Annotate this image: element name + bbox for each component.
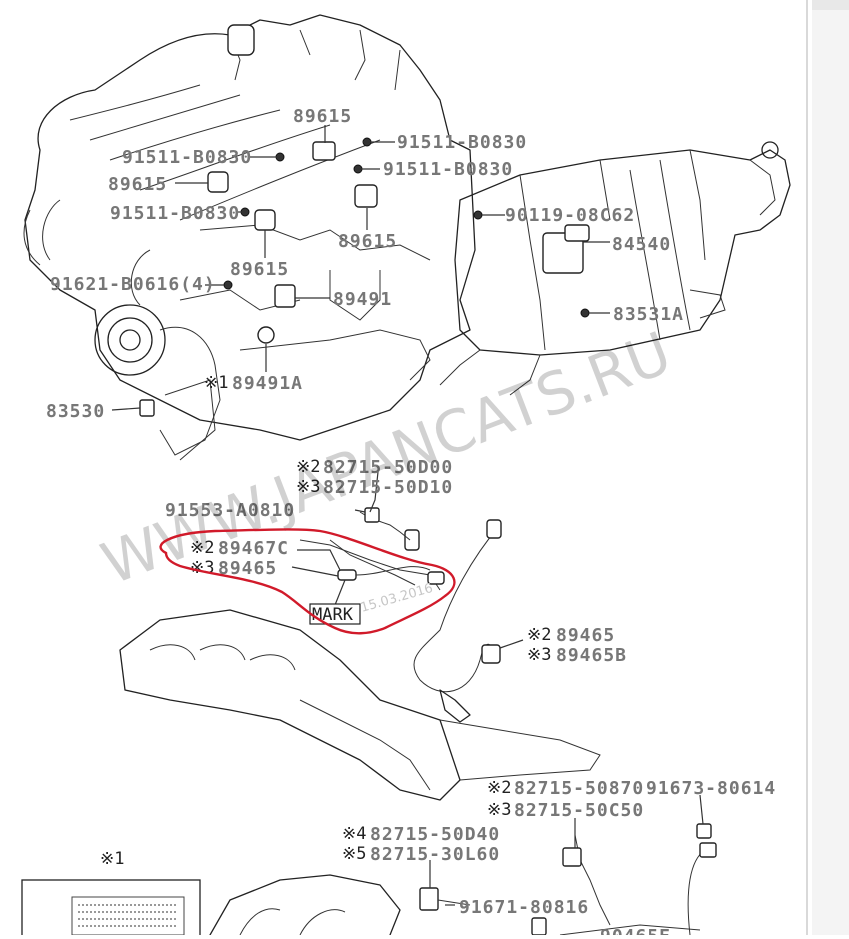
label-91511-b0830-c: 91511-B0830 (383, 159, 513, 180)
label-83530: 83530 (46, 401, 105, 422)
label-89491a: 89491A (232, 373, 303, 394)
exhaust-drawing (119, 507, 717, 936)
sensor-parts-top (139, 137, 590, 417)
red-highlight-outline (159, 528, 456, 635)
label-82715-50870-mark: ※2 (487, 778, 511, 798)
label-90119-08c62: 90119-08C62 (505, 205, 635, 226)
label-89465-r-mark: ※2 (527, 625, 551, 645)
label-89491: 89491 (333, 289, 392, 310)
part-labels: 89615 91511-B0830 91511-B0830 91511-B083… (46, 106, 776, 939)
label-89465b: 89465B (556, 645, 627, 666)
label-82715-50d40: 82715-50D40 (370, 824, 500, 845)
label-89465: 89465 (218, 558, 277, 579)
label-91673-80614: 91673-80614 (646, 778, 776, 799)
mark-box-text: MARK (312, 605, 354, 625)
label-82715-50d10-mark: ※3 (296, 477, 320, 497)
label-89615-d: 89615 (230, 259, 289, 280)
label-82715-30l60: 82715-30L60 (370, 844, 500, 865)
label-82715-50c50-mark: ※3 (487, 800, 511, 820)
label-91553-a0810: 91553-A0810 (165, 500, 295, 521)
label-82715-30l60-mark: ※5 (342, 844, 366, 864)
label-91511-b0830-d: 91511-B0830 (110, 203, 240, 224)
leader-lines (111, 125, 704, 906)
label-89465b-mark: ※3 (527, 645, 551, 665)
label-91621-b0616: 91621-B0616(4) (50, 274, 216, 295)
label-89615-a: 89615 (293, 106, 352, 127)
inset-label-box: ※1 (21, 849, 201, 939)
label-89491a-mark: ※1 (204, 373, 228, 393)
label-91511-b0830-b: 91511-B0830 (122, 147, 252, 168)
label-83531a: 83531A (613, 304, 684, 325)
label-89615-b: 89615 (108, 174, 167, 195)
label-82715-50d00-mark: ※2 (296, 457, 320, 477)
label-82715-50d00: 82715-50D00 (323, 457, 453, 478)
label-89467c-mark: ※2 (190, 538, 214, 558)
label-91671-80816: 91671-80816 (459, 897, 589, 918)
label-91511-b0830-a: 91511-B0830 (397, 132, 527, 153)
label-89467c: 89467C (218, 538, 289, 559)
label-82715-50c50: 82715-50C50 (514, 800, 644, 821)
viewer-side-panel (812, 0, 849, 935)
viewer-side-panel-top (812, 0, 849, 10)
transmission-drawing (439, 141, 791, 396)
engine-drawing (23, 14, 476, 461)
label-82715-50870: 82715-50870 (514, 778, 644, 799)
watermark-text: WWW.JAPANCATS.RU (93, 318, 680, 598)
label-82715-50d10: 82715-50D10 (323, 477, 453, 498)
label-cut-off: 90465E (600, 926, 671, 935)
label-82715-50d40-mark: ※4 (342, 824, 366, 844)
label-89465-r: 89465 (556, 625, 615, 646)
label-89615-c: 89615 (338, 231, 397, 252)
inset-mark-text: ※1 (100, 849, 124, 869)
viewer-border (806, 0, 808, 935)
label-84540: 84540 (612, 234, 671, 255)
